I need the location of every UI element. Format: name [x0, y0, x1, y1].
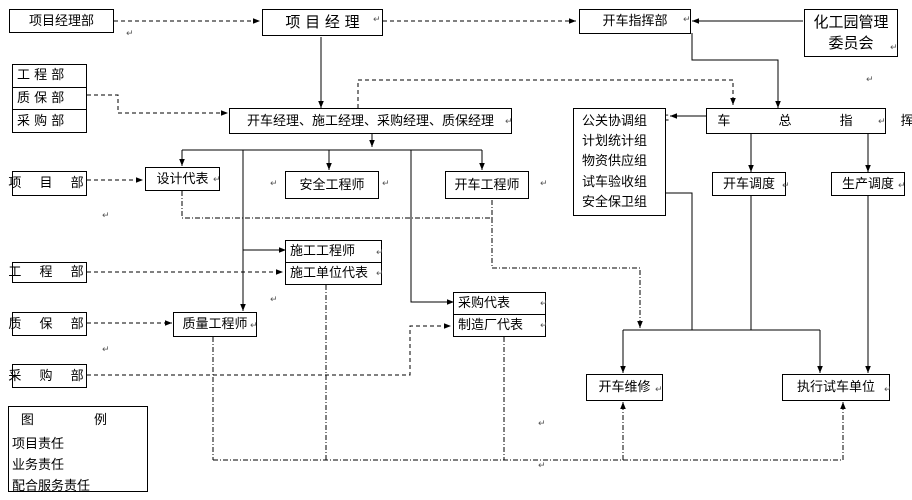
dept-group-procurement: 采 购 部: [17, 113, 65, 129]
park-committee-line1: 化工园管理: [813, 13, 889, 31]
production-dispatch-box: 生产调度: [831, 172, 905, 196]
paragraph-mark: ↵: [213, 175, 221, 185]
project-dept-label: 项 目 部: [8, 176, 91, 191]
project-dept-top-label: 项目经理部: [28, 13, 94, 29]
paragraph-mark: ↵: [538, 461, 546, 471]
paragraph-mark: ↵: [382, 179, 390, 189]
commander-label: 开 车 总 指 挥: [656, 113, 912, 129]
dashdot-lines: [181, 191, 846, 461]
commissioning-dispatch-box: 开车调度: [712, 172, 786, 196]
paragraph-mark: ↵: [126, 29, 134, 39]
group-security: 安全保卫组: [582, 195, 648, 211]
legend-item-service: 配合服务责任: [12, 479, 91, 494]
engineering-dept-label: 工 程 部: [8, 265, 91, 280]
qa-dept-box: 质 保 部: [8, 312, 87, 336]
paragraph-mark: ↵: [898, 181, 906, 191]
paragraph-mark: ↵: [866, 75, 874, 85]
paragraph-mark: ↵: [538, 419, 546, 429]
safety-engineer-label: 安全工程师: [299, 177, 365, 193]
quality-engineer-label: 质量工程师: [182, 317, 248, 332]
commissioning-engineer-box: 开车工程师: [445, 171, 529, 199]
group-pr-coordination: 公关协调组: [582, 113, 648, 129]
park-committee-box: 化工园管理 委员会: [804, 9, 898, 57]
legend: 图 例 项目责任 业务责任 配合服务责任: [8, 406, 148, 494]
project-manager-label: 项 目 经 理: [285, 13, 360, 31]
construction-engineer-label: 施工工程师: [286, 241, 381, 263]
paragraph-mark: ↵: [270, 295, 278, 305]
legend-title: 图 例: [20, 413, 136, 428]
design-rep-box: 设计代表: [145, 167, 220, 191]
construction-box: 施工工程师 施工单位代表: [285, 240, 382, 285]
paragraph-mark: ↵: [250, 321, 258, 331]
trial-unit-label: 执行试车单位: [796, 380, 875, 395]
paragraph-mark: ↵: [683, 15, 691, 25]
paragraph-mark: ↵: [373, 15, 381, 25]
dept-group-qa: 质 保 部: [13, 88, 86, 111]
engineering-dept-box: 工 程 部: [8, 262, 87, 283]
paragraph-mark: ↵: [376, 269, 384, 279]
groups-box: 公关协调组 计划统计组 物资供应组 试车验收组 安全保卫组: [573, 108, 666, 216]
group-material-supply: 物资供应组: [582, 154, 648, 170]
paragraph-mark: ↵: [505, 117, 513, 127]
commissioning-repair-label: 开车维修: [598, 380, 651, 395]
legend-item-business: 业务责任: [12, 458, 65, 473]
commander-box: 开 车 总 指 挥: [656, 108, 912, 134]
paragraph-mark: ↵: [102, 211, 110, 221]
commissioning-engineer-label: 开车工程师: [454, 177, 520, 193]
dept-group-engineering: 工 程 部: [13, 65, 86, 88]
project-dept-box: 项 目 部: [8, 171, 87, 196]
paragraph-mark: ↵: [102, 345, 110, 355]
paragraph-mark: ↵: [376, 248, 384, 258]
paragraph-mark: ↵: [884, 385, 892, 395]
paragraph-mark: ↵: [878, 117, 886, 127]
paragraph-mark: ↵: [540, 321, 548, 331]
quality-engineer-box: 质量工程师: [173, 312, 257, 337]
production-dispatch-label: 生产调度: [841, 176, 894, 192]
trial-unit-box: 执行试车单位: [782, 374, 890, 401]
commissioning-repair-box: 开车维修: [586, 374, 663, 401]
commissioning-hq-label: 开车指挥部: [602, 14, 668, 29]
qa-dept-label: 质 保 部: [8, 316, 91, 332]
paragraph-mark: ↵: [890, 43, 898, 53]
project-manager-box: 项 目 经 理: [262, 9, 383, 36]
paragraph-mark: ↵: [540, 299, 548, 309]
construction-rep-label: 施工单位代表: [290, 266, 369, 281]
project-dept-top-box: 项目经理部: [9, 9, 114, 33]
procurement-rep-label: 采购代表: [454, 293, 545, 315]
procurement-dept-box: 采 购 部: [8, 364, 87, 388]
commissioning-dispatch-label: 开车调度: [722, 176, 775, 192]
design-rep-label: 设计代表: [156, 171, 209, 187]
managers-label: 开车经理、施工经理、采购经理、质保经理: [246, 113, 494, 129]
solid-lines: [179, 18, 871, 373]
group-planning-statistics: 计划统计组: [582, 134, 648, 150]
procurement-box: 采购代表 制造厂代表: [453, 292, 546, 337]
park-committee-line2: 委员会: [828, 34, 874, 52]
dept-group-box: 工 程 部 质 保 部 采 购 部: [12, 64, 87, 133]
paragraph-mark: ↵: [655, 385, 663, 395]
paragraph-mark: ↵: [270, 179, 278, 189]
managers-box: 开车经理、施工经理、采购经理、质保经理: [229, 108, 512, 134]
procurement-dept-label: 采 购 部: [8, 368, 91, 384]
paragraph-mark: ↵: [782, 181, 790, 191]
commissioning-hq-box: 开车指挥部: [579, 9, 691, 34]
safety-engineer-box: 安全工程师: [285, 171, 379, 199]
dashed-lines: [87, 18, 736, 376]
manufacturer-rep-label: 制造厂代表: [458, 318, 524, 333]
legend-item-project: 项目责任: [12, 437, 65, 452]
group-trial-acceptance: 试车验收组: [582, 174, 648, 190]
paragraph-mark: ↵: [540, 179, 548, 189]
